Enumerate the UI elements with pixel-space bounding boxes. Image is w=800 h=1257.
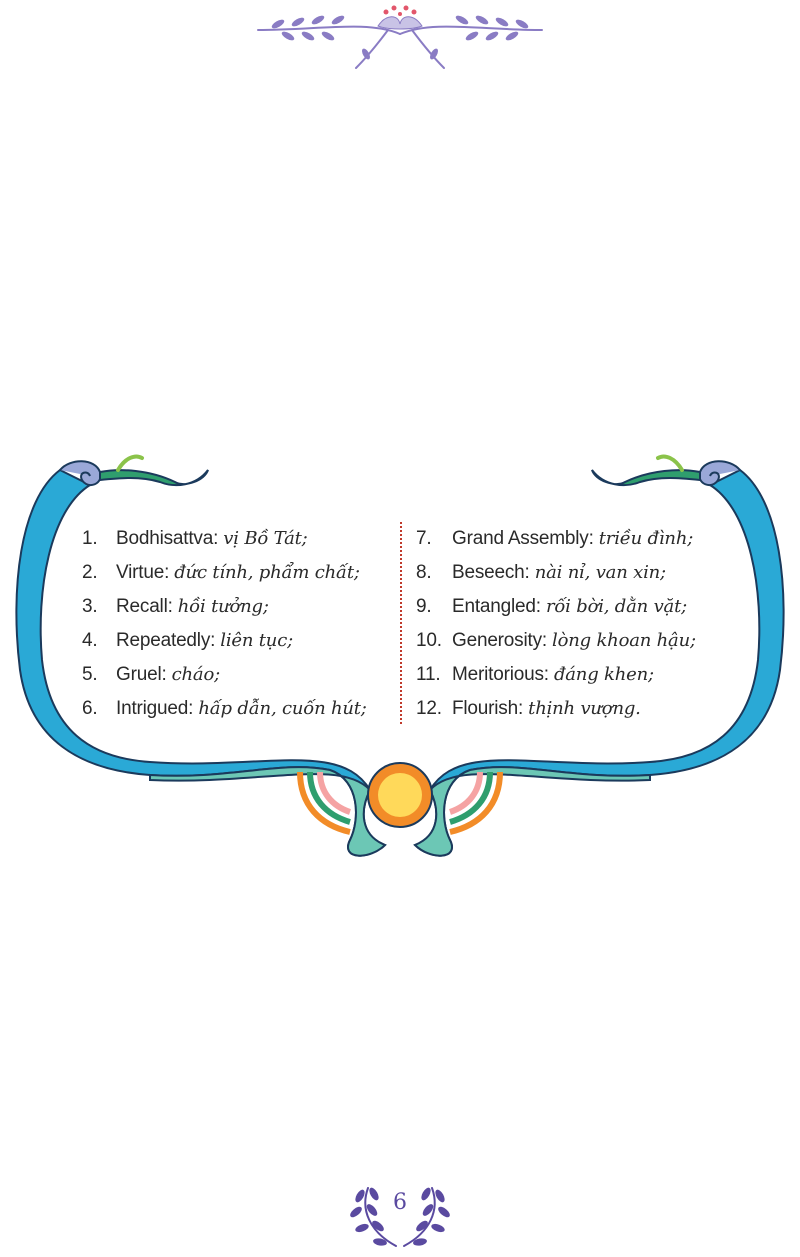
item-definition: nài nỉ, van xin; (534, 562, 666, 583)
list-item: 4. Repeatedly: liên tục; (82, 624, 392, 658)
item-number: 5. (82, 664, 98, 685)
vocabulary-column-left: 1. Bodhisattva: vị Bồ Tát; 2. Virtue: đức … (82, 522, 392, 726)
list-item: 2. Virtue: đức tính, phẩm chất; (82, 556, 392, 590)
item-term: Recall: (116, 596, 173, 617)
item-number: 1. (82, 528, 98, 549)
list-item: 12. Flourish: thịnh vượng. (416, 692, 716, 726)
item-term: Gruel: (116, 664, 167, 685)
item-number: 3. (82, 596, 98, 617)
ribbon-frame-icon (15, 454, 785, 857)
item-definition: đáng khen; (553, 664, 654, 685)
item-term: Intrigued: (116, 698, 194, 719)
list-item: 10. Generosity: lòng khoan hậu; (416, 624, 716, 658)
item-definition: rối bời, dằn vặt; (545, 596, 687, 617)
list-item: 8. Beseech: nài nỉ, van xin; (416, 556, 716, 590)
laurel-wreath-icon (350, 1187, 450, 1247)
item-definition: thịnh vượng. (528, 698, 641, 719)
list-item: 5. Gruel: cháo; (82, 658, 392, 692)
page-footer: 6 (340, 1180, 460, 1252)
list-item: 7. Grand Assembly: triều đình; (416, 522, 716, 556)
dotted-divider (400, 522, 402, 724)
list-item: 3. Recall: hồi tưởng; (82, 590, 392, 624)
item-term: Entangled: (452, 596, 541, 617)
sun-medallion-icon (367, 762, 433, 828)
item-definition: hấp dẫn, cuốn hút; (198, 698, 367, 719)
item-definition: triều đình; (598, 528, 694, 549)
item-number: 8. (416, 562, 432, 583)
list-item: 1. Bodhisattva: vị Bồ Tát; (82, 522, 392, 556)
item-term: Generosity: (452, 630, 547, 651)
vocabulary-list: 1. Bodhisattva: vị Bồ Tát; 2. Virtue: đức … (82, 522, 702, 732)
item-term: Repeatedly: (116, 630, 216, 651)
item-term: Meritorious: (452, 664, 549, 685)
item-term: Beseech: (452, 562, 530, 583)
item-number: 2. (82, 562, 98, 583)
item-number: 10. (416, 630, 442, 651)
page-number: 6 (393, 1190, 407, 1215)
item-number: 12. (416, 698, 442, 719)
item-number: 4. (82, 630, 98, 651)
item-term: Flourish: (452, 698, 524, 719)
item-number: 6. (82, 698, 98, 719)
item-number: 9. (416, 596, 432, 617)
floral-vine-ornament-icon (257, 5, 543, 69)
item-term: Virtue: (116, 562, 170, 583)
item-definition: cháo; (171, 664, 221, 685)
list-item: 9. Entangled: rối bời, dằn vặt; (416, 590, 716, 624)
item-definition: đức tính, phẩm chất; (174, 562, 360, 583)
item-definition: hồi tưởng; (177, 596, 269, 617)
item-definition: lòng khoan hậu; (552, 630, 696, 651)
list-item: 6. Intrigued: hấp dẫn, cuốn hút; (82, 692, 392, 726)
item-number: 11. (416, 664, 441, 685)
list-item: 11. Meritorious: đáng khen; (416, 658, 716, 692)
item-definition: vị Bồ Tát; (223, 528, 308, 549)
item-term: Bodhisattva: (116, 528, 219, 549)
vocabulary-column-right: 7. Grand Assembly: triều đình; 8. Beseech:… (416, 522, 716, 726)
item-number: 7. (416, 528, 432, 549)
item-definition: liên tục; (220, 630, 293, 651)
item-term: Grand Assembly: (452, 528, 594, 549)
